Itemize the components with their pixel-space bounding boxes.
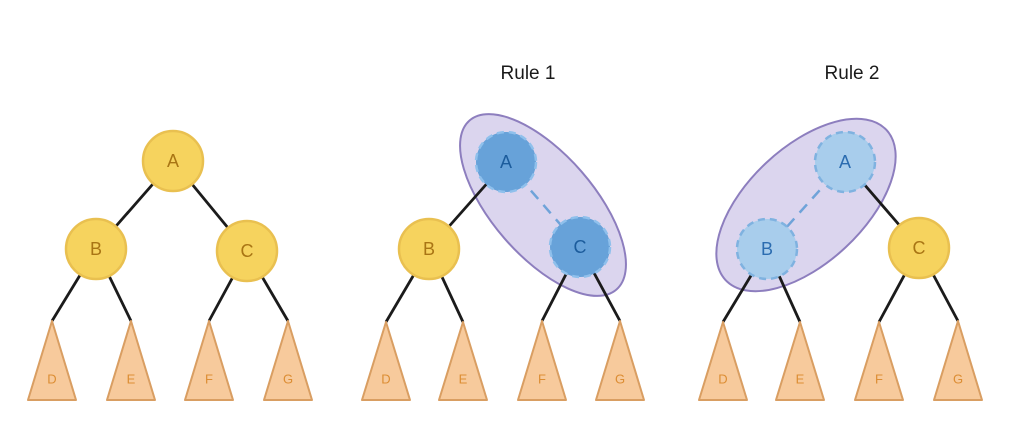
tree-rule-2-leaf-D-label: D: [718, 372, 727, 387]
tree-base-leaf-F-label: F: [205, 372, 213, 387]
tree-rule-2-group: A B C D E F G Rule 2: [698, 63, 983, 401]
tree-rule-1-grouping-ellipse: [459, 113, 627, 297]
tree-rule-1-leaf-E-label: E: [459, 372, 468, 387]
tree-base-leaf-triangle-D: [27, 320, 77, 401]
tree-rule-2-leaf-triangle-E: [775, 321, 825, 401]
tree-rule-2-node-A-label: A: [839, 152, 851, 172]
tree-rule-2-title: Rule 2: [825, 63, 880, 84]
tree-rule-1-leaf-F-label: F: [538, 372, 546, 387]
tree-base-leaf-triangle-E: [106, 320, 156, 401]
tree-base-node-A-label: A: [167, 151, 179, 171]
tree-rule-1-leaf-triangle-F: [517, 320, 567, 401]
tree-rule-1-leaf-G-label: G: [615, 372, 625, 387]
tree-rule-1-leaf-triangle-D: [361, 321, 411, 401]
tree-rule-2-leaf-F-label: F: [875, 372, 883, 387]
tree-rule-1-node-A: [474, 130, 538, 194]
tree-rule-2-leaf-E-label: E: [796, 372, 805, 387]
tree-rule-1-node-B: [397, 217, 461, 281]
tree-rule-1-title: Rule 1: [501, 63, 556, 84]
tree-base-node-A: [141, 129, 205, 193]
tree-base-node-C: [215, 219, 279, 283]
tree-rule-2-leaf-triangle-F: [854, 321, 904, 401]
tree-base-group: A B C D E F G: [27, 129, 313, 401]
tree-rule-2-leaf-G-label: G: [953, 372, 963, 387]
tree-rule-2-node-C: [887, 216, 951, 280]
tree-rule-1-group: A B C D E F G Rule 1: [361, 63, 645, 401]
tree-rule-1-leaf-D-label: D: [381, 372, 390, 387]
tree-rule-2-node-B: [735, 217, 799, 281]
tree-rule-2-node-C-label: C: [913, 238, 926, 258]
tree-base-leaf-E-label: E: [127, 372, 136, 387]
tree-base-node-B-label: B: [90, 239, 102, 259]
tree-base-leaf-D-label: D: [47, 372, 56, 387]
tree-rule-1-node-C: [548, 215, 612, 279]
tree-base-leaf-triangle-F: [184, 320, 234, 401]
tree-rule-2-node-A: [813, 130, 877, 194]
tree-base-leaf-triangle-G: [263, 320, 313, 401]
tree-rule-1-node-C-label: C: [574, 237, 587, 257]
tree-base-node-C-label: C: [241, 241, 254, 261]
tree-base-node-B: [64, 217, 128, 281]
tree-rule-1-leaf-triangle-E: [438, 321, 488, 401]
tree-rule-1-leaf-triangle-G: [595, 320, 645, 401]
tree-rule-2-leaf-triangle-G: [933, 320, 983, 401]
tree-rule-1-node-A-label: A: [500, 152, 512, 172]
tree-rule-2-node-B-label: B: [761, 239, 773, 259]
tree-rule-1-node-B-label: B: [423, 239, 435, 259]
tree-base-leaf-G-label: G: [283, 372, 293, 387]
tree-rule-2-leaf-triangle-D: [698, 321, 748, 401]
